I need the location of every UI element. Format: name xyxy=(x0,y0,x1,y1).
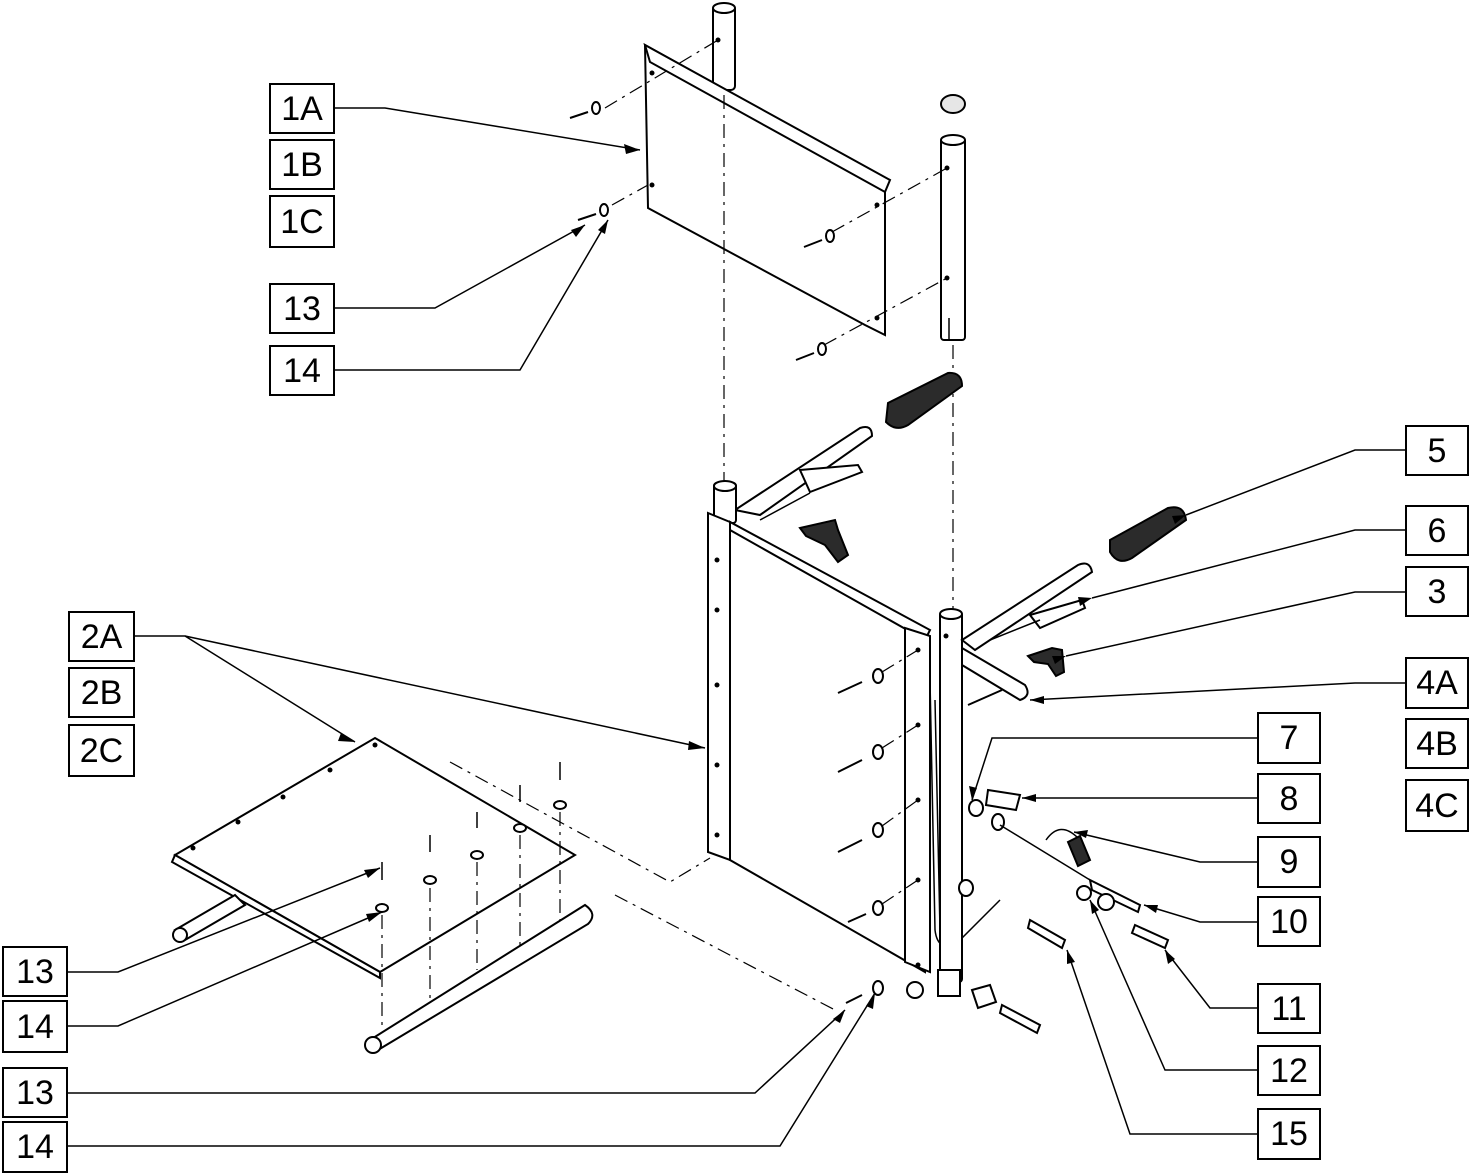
post-cap xyxy=(940,94,966,114)
callout-6: 6 xyxy=(1405,505,1469,556)
callout-12: 12 xyxy=(1257,1045,1321,1096)
callout-1c: 1C xyxy=(269,195,335,248)
callout-2b: 2B xyxy=(68,667,135,718)
callout-1b: 1B xyxy=(269,139,335,190)
callout-4c: 4C xyxy=(1405,779,1469,832)
callout-15: 15 xyxy=(1257,1108,1321,1160)
callout-2c: 2C xyxy=(68,724,135,777)
callout-4b: 4B xyxy=(1405,718,1469,769)
callout-9: 9 xyxy=(1257,836,1321,888)
callout-3: 3 xyxy=(1405,566,1469,617)
knob-upper xyxy=(798,518,850,564)
upper-back-panel xyxy=(643,2,892,337)
callout-1a: 1A xyxy=(269,83,335,134)
right-handle-assembly xyxy=(960,506,1188,706)
callout-14-upper: 14 xyxy=(269,345,335,396)
lever-hardware xyxy=(958,788,1170,1035)
upper-fasteners xyxy=(569,101,835,361)
right-main-post xyxy=(937,608,963,997)
callout-4a: 4A xyxy=(1405,657,1469,709)
callout-13-seat: 13 xyxy=(2,946,68,997)
callout-13-lower: 13 xyxy=(2,1067,68,1118)
callout-10: 10 xyxy=(1257,896,1321,947)
callout-5: 5 xyxy=(1405,425,1469,476)
callout-13-upper: 13 xyxy=(269,283,335,334)
upper-handle-assembly xyxy=(732,371,964,521)
callout-2a: 2A xyxy=(68,611,135,662)
arrowheads xyxy=(338,144,1186,1023)
right-upper-post xyxy=(940,94,966,341)
main-fasteners xyxy=(837,668,924,1004)
callout-7: 7 xyxy=(1257,712,1321,764)
main-back-panel xyxy=(707,480,1001,974)
leader-lines xyxy=(68,107,1405,1147)
callout-14-lower: 14 xyxy=(2,1121,68,1173)
callout-8: 8 xyxy=(1257,773,1321,824)
knob-lower xyxy=(1026,646,1066,678)
seat-assembly xyxy=(170,736,594,1054)
callout-11: 11 xyxy=(1257,983,1321,1034)
callout-14-seat: 14 xyxy=(2,1000,68,1053)
